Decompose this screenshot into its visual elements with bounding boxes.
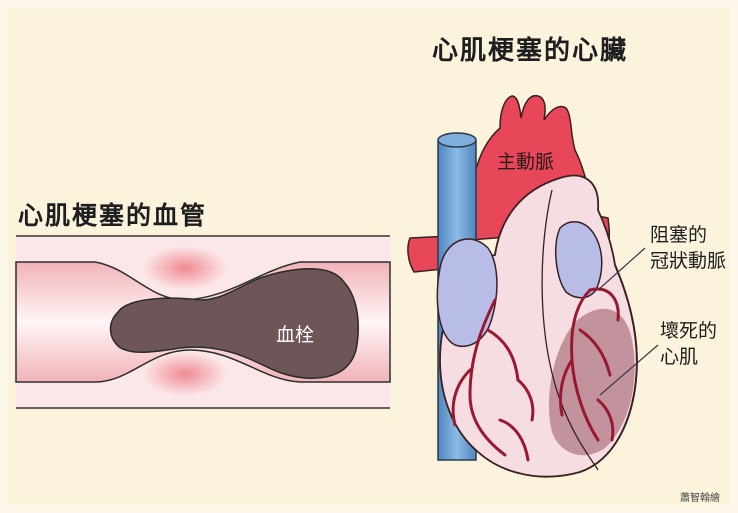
heart-title: 心肌梗塞的心臟 (432, 30, 628, 67)
dead-muscle-label-line2: 心肌 (660, 344, 717, 370)
illustrator-credit: 蕭智翰繪 (680, 489, 720, 504)
aorta-label: 主動脈 (497, 147, 554, 174)
inflammation-glow-bottom (143, 352, 227, 396)
vessel-title: 心肌梗塞的血管 (18, 196, 207, 232)
blocked-artery-label: 阻塞的 冠狀動脈 (650, 222, 726, 274)
dead-muscle-label: 壞死的 心肌 (660, 318, 717, 370)
inflammation-glow-top (143, 246, 227, 290)
blocked-artery-label-line2: 冠狀動脈 (650, 248, 726, 274)
dead-muscle-label-line1: 壞死的 (660, 318, 717, 344)
blocked-artery-label-line1: 阻塞的 (650, 222, 726, 248)
clot-label: 血栓 (276, 320, 314, 347)
